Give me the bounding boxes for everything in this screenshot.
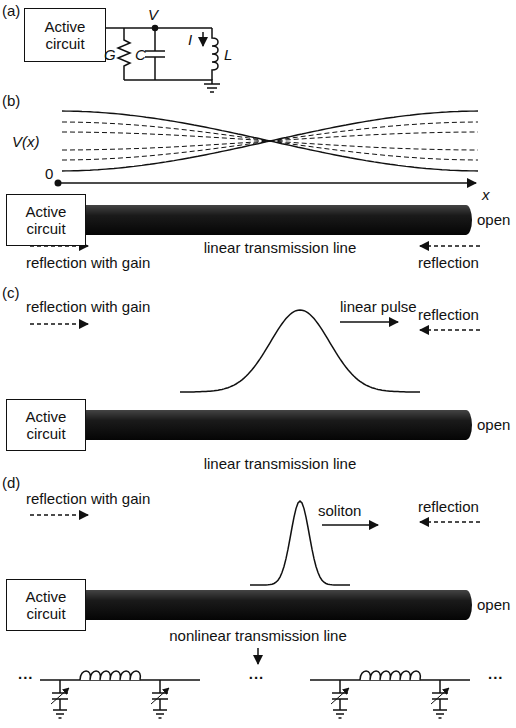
active-circuit-box: Active circuit	[6, 194, 86, 246]
standing-wave	[62, 111, 478, 171]
text-label: (d)	[2, 474, 20, 491]
text-label: I	[188, 31, 192, 48]
cable	[80, 205, 472, 235]
propagation-arrows	[258, 322, 398, 664]
axis	[55, 180, 477, 187]
active-circuit-box: Active circuit	[6, 399, 86, 451]
varactor-arrow	[331, 688, 349, 704]
inductor-coil	[360, 671, 420, 680]
text-label: soliton	[318, 502, 361, 519]
text-label: (c)	[2, 284, 20, 301]
text-label: open	[477, 596, 510, 613]
lc-circuit	[100, 26, 220, 93]
text-label: ...	[18, 665, 34, 682]
ground-symbol	[204, 84, 220, 92]
text-label: V	[148, 6, 158, 23]
text-label: V(x)	[12, 133, 40, 150]
wave-curve	[62, 132, 478, 150]
text-label: reflection	[418, 254, 479, 271]
text-label: (a)	[2, 2, 20, 19]
text-label: C	[135, 46, 146, 63]
varactor-symbol	[152, 680, 168, 718]
box-label: Active circuit	[7, 588, 85, 622]
varactor-arrow	[431, 688, 449, 704]
active-circuit-box: Active circuit	[6, 579, 86, 631]
text-label: x	[482, 186, 490, 203]
text-label: ...	[488, 665, 504, 682]
text-label: L	[224, 46, 232, 63]
text-label: reflection with gain	[26, 254, 150, 271]
box-label: Active circuit	[7, 203, 85, 237]
text-label: 0	[45, 165, 53, 182]
varactor-symbol	[52, 680, 68, 718]
text-label: reflection with gain	[26, 298, 150, 315]
wave-curve	[62, 122, 478, 160]
wave-curve	[62, 132, 478, 150]
varactor-symbol	[432, 680, 448, 718]
wave-curve	[62, 111, 478, 171]
wave-curve	[62, 122, 478, 160]
cable	[80, 410, 472, 440]
varactor-arrow	[51, 688, 69, 704]
text-label: nonlinear transmission line	[169, 627, 347, 644]
wave-curve	[62, 111, 478, 171]
text-label: ...	[249, 665, 265, 682]
inductor-symbol	[212, 28, 218, 80]
cable	[80, 590, 472, 620]
varactor-arrow	[151, 688, 169, 704]
text-label: linear transmission line	[204, 239, 357, 256]
inductor-coil	[80, 671, 140, 680]
text-label: G	[104, 46, 116, 63]
varactor-symbol	[332, 680, 348, 718]
current-arrow	[202, 32, 204, 46]
linear-pulse	[180, 310, 420, 392]
text-label: linear pulse	[340, 298, 417, 315]
capacitor-symbol	[145, 28, 165, 80]
text-label: reflection	[418, 306, 479, 323]
text-label: linear transmission line	[204, 455, 357, 472]
reflection-arrows	[30, 246, 480, 522]
pulses	[180, 310, 420, 585]
resistor-symbol	[118, 28, 130, 80]
text-label: open	[477, 211, 510, 228]
text-label: reflection with gain	[26, 490, 150, 507]
text-label: (b)	[2, 92, 20, 109]
box-label: Active circuit	[7, 408, 85, 442]
bottom-wire	[124, 80, 212, 84]
text-label: open	[477, 416, 510, 433]
active-circuit-box: Active circuit	[24, 8, 106, 62]
box-label: Active circuit	[25, 18, 105, 52]
text-label: reflection	[418, 498, 479, 515]
